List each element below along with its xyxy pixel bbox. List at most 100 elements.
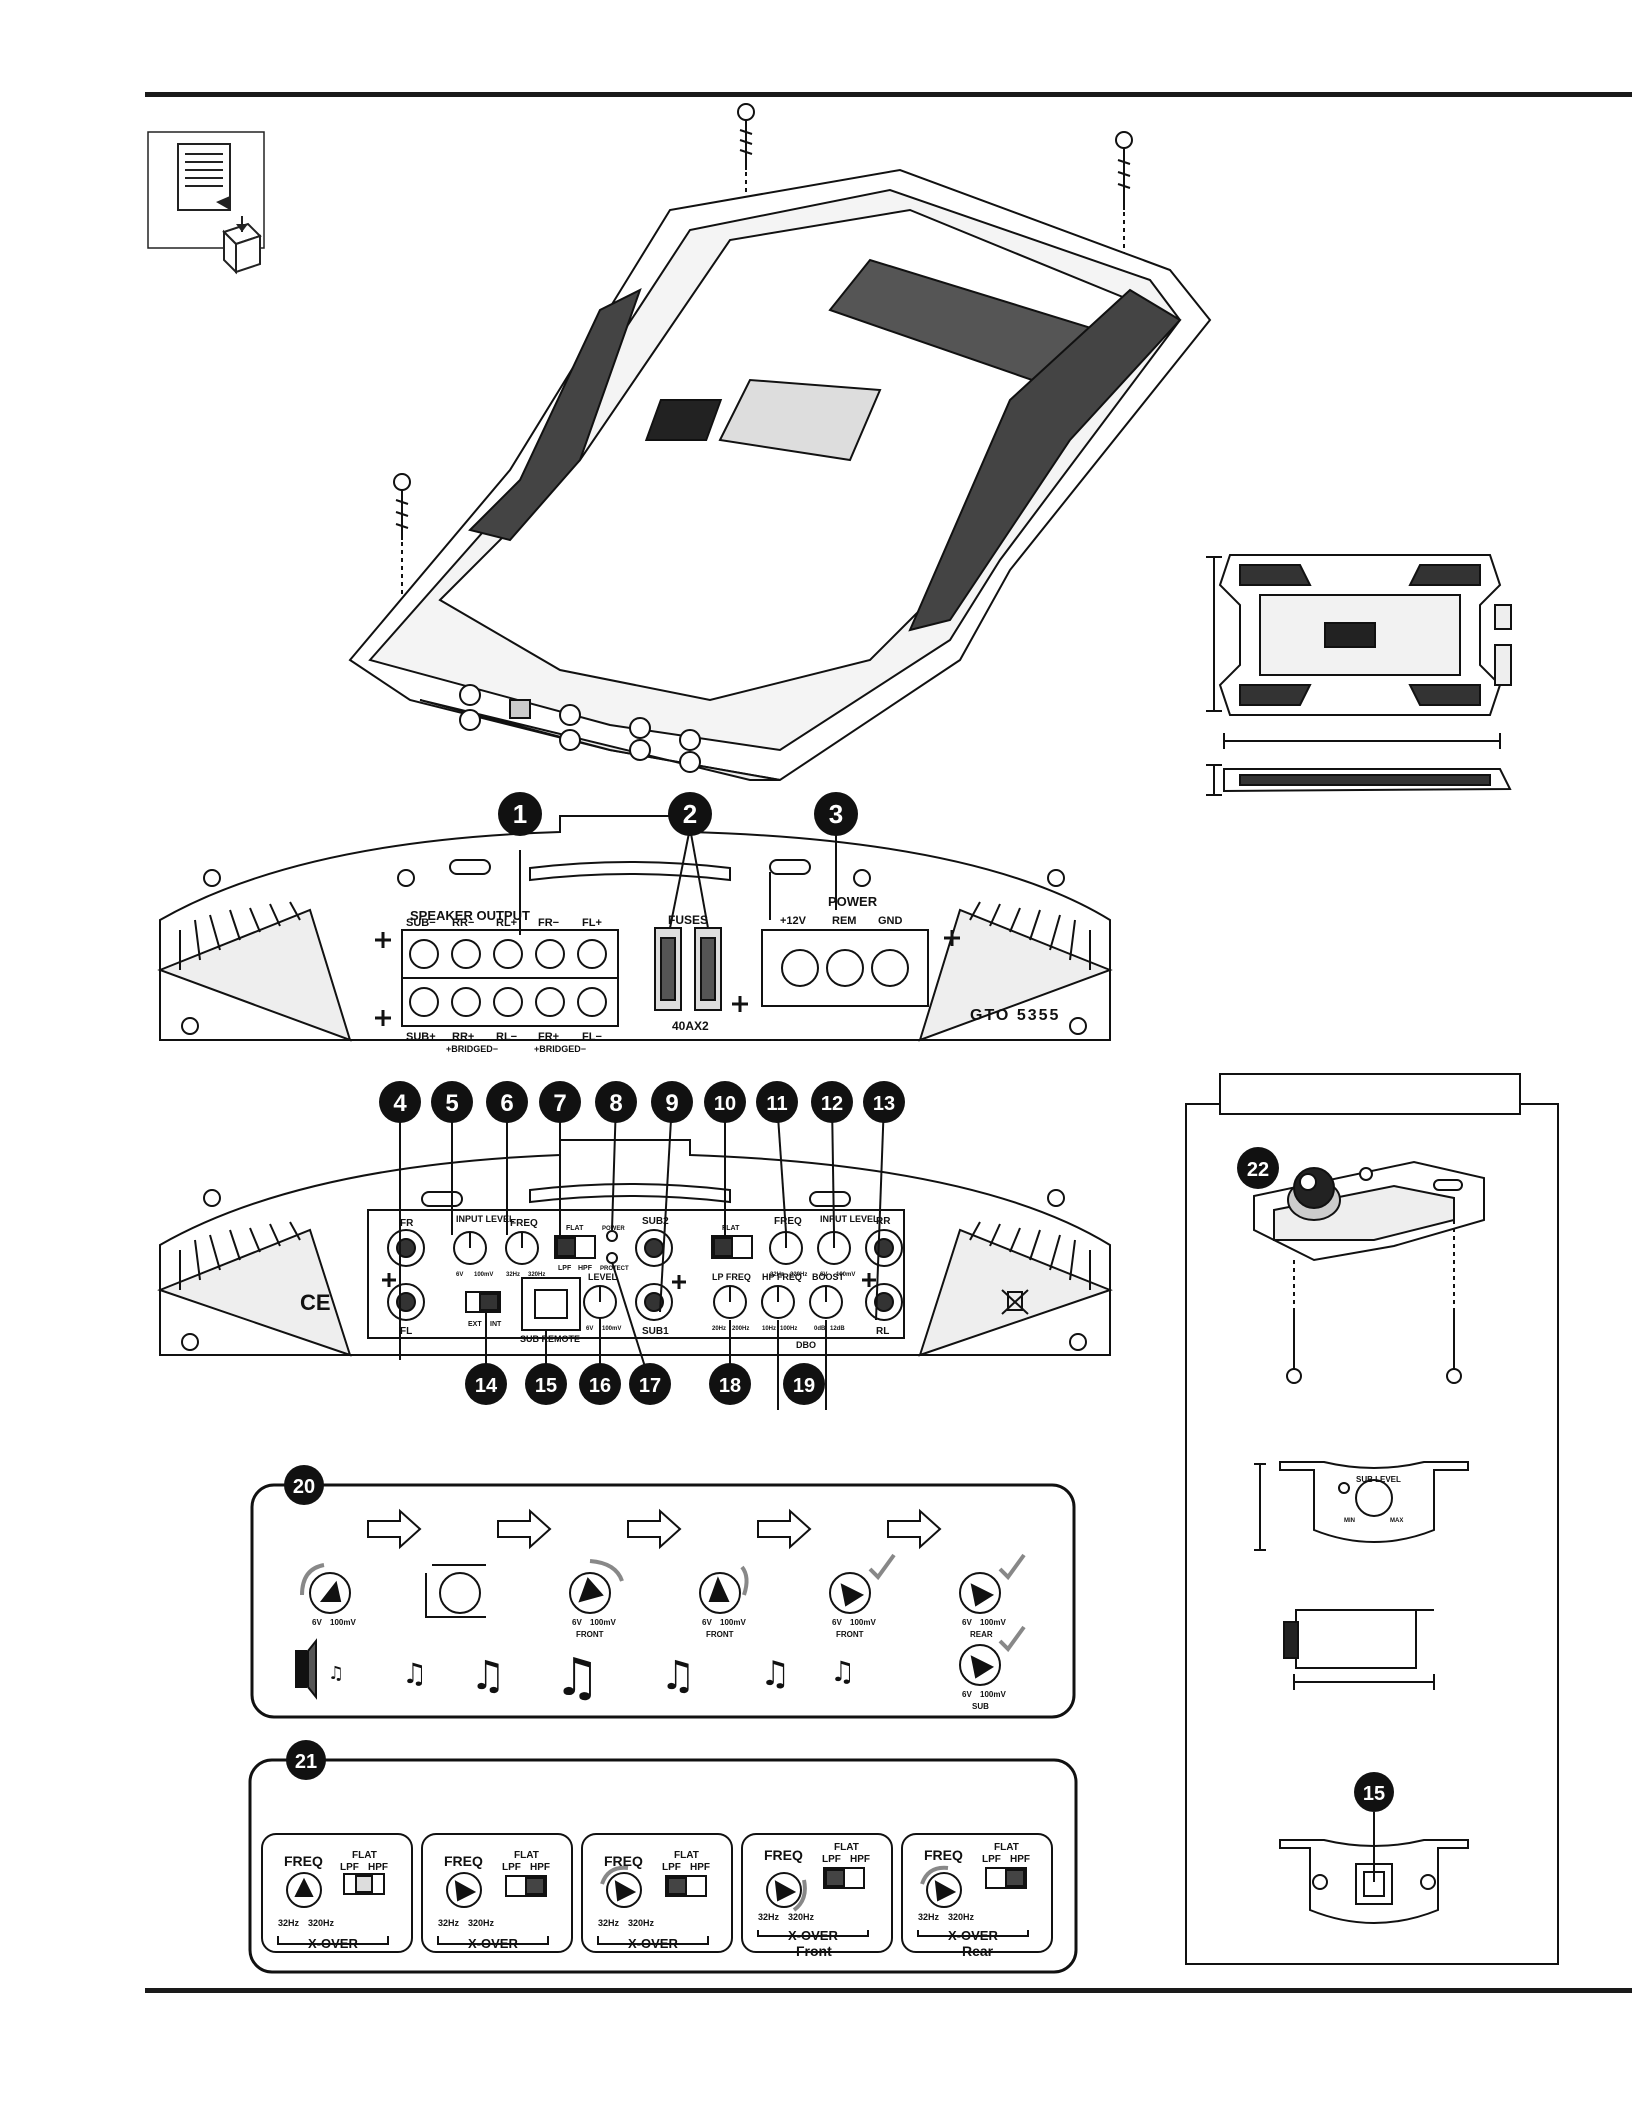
knob-icon: [829, 1553, 896, 1614]
tick-label: 100mV: [720, 1618, 746, 1627]
svg-text:1: 1: [513, 799, 527, 829]
screw-icon: [1286, 1310, 1302, 1384]
note-icon: ♫: [660, 1653, 696, 1699]
tick-label: 100mV: [474, 1272, 493, 1278]
svg-text:3: 3: [829, 799, 843, 829]
tick-label: 320Hz: [790, 1272, 807, 1278]
tick-label: 100mV: [980, 1618, 1006, 1627]
svg-text:12: 12: [821, 1093, 843, 1115]
tick-label: 100mV: [330, 1618, 356, 1627]
svg-text:19: 19: [793, 1375, 815, 1397]
callout-12: 12: [811, 1081, 853, 1123]
tick-label: 6V: [962, 1618, 972, 1627]
svg-text:18: 18: [719, 1375, 741, 1397]
lp-freq-label: LP FREQ: [712, 1272, 751, 1282]
tick-label: 100mV: [590, 1618, 616, 1627]
xover-switch: [665, 1875, 707, 1897]
tick-label: 6V: [456, 1272, 463, 1278]
tick-label: 6V: [586, 1326, 593, 1332]
xover-label: X-OVER: [468, 1936, 518, 1951]
sub-level-label: SUB LEVEL: [1356, 1475, 1401, 1484]
svg-text:13: 13: [873, 1093, 895, 1115]
svg-text:11: 11: [766, 1093, 787, 1115]
ce-mark: CE: [300, 1290, 331, 1315]
bridged-label: +BRIDGED−: [446, 1044, 498, 1054]
hpf-label: HPF: [1010, 1854, 1030, 1865]
svg-text:9: 9: [665, 1090, 678, 1117]
bridged-label: +BRIDGED−: [534, 1044, 586, 1054]
svg-text:16: 16: [589, 1375, 611, 1397]
power-term-label: REM: [832, 915, 856, 927]
fuse-rating-label: 40AX2: [672, 1019, 709, 1033]
xover-switch: [985, 1867, 1027, 1889]
flat-label: FLAT: [514, 1850, 539, 1861]
xover-switch: [343, 1873, 385, 1895]
flat-label: FLAT: [566, 1225, 584, 1232]
freq-label: FREQ: [764, 1847, 803, 1863]
hpf-label: HPF: [690, 1862, 710, 1873]
callout-20: 20: [284, 1465, 324, 1505]
svg-text:8: 8: [609, 1090, 622, 1117]
callout-8: 8: [595, 1081, 637, 1123]
callout-1: 1: [498, 792, 542, 836]
crossover-settings: 21 FREQ FREQ FREQ FREQ FREQ FLAT LPF HPF…: [248, 1740, 1078, 1974]
tick-label: 32Hz: [758, 1912, 780, 1922]
power-panel-diagram: SPEAKER OUTPUT SUB− RR− RL+ FR− FL+ SUB+…: [157, 792, 1113, 1054]
callout-16: 16: [579, 1363, 621, 1405]
hpf-label: HPF: [530, 1862, 550, 1873]
channel-label: REAR: [970, 1630, 993, 1639]
tick-label: 20Hz: [712, 1326, 726, 1332]
control-panel-diagram: CE FR FL INPUT LEVEL FREQ FLAT LPF HPF P…: [157, 1081, 1113, 1410]
term-label: RR+: [452, 1031, 474, 1043]
tick-label: 6V: [702, 1618, 712, 1627]
xover-label: X-OVER: [948, 1928, 998, 1943]
channel-label: SUB: [972, 1702, 989, 1711]
term-label: RL+: [496, 917, 517, 929]
tick-label: 32Hz: [918, 1912, 940, 1922]
tick-label: 320Hz: [528, 1272, 545, 1278]
knob-icon: [959, 1625, 1026, 1686]
max-label: MAX: [1390, 1518, 1403, 1524]
power-term-label: +12V: [780, 915, 807, 927]
fr-label: FR: [400, 1218, 414, 1229]
callout-15: 15: [525, 1363, 567, 1405]
note-icon: ♫: [402, 1657, 427, 1690]
callout-7: 7: [539, 1081, 581, 1123]
fl-label: FL: [400, 1326, 412, 1337]
flat-label: FLAT: [722, 1225, 740, 1232]
svg-text:2: 2: [683, 799, 697, 829]
tick-label: 6V: [312, 1618, 322, 1627]
manual-box-icon: [147, 131, 265, 275]
tick-label: 320Hz: [948, 1912, 975, 1922]
arrow-right-icon: [627, 1508, 682, 1550]
tick-label: 100mV: [602, 1326, 621, 1332]
hp-freq-label: HP FREQ: [762, 1272, 802, 1282]
rear-label: Rear: [962, 1943, 994, 1959]
power-term-label: GND: [878, 915, 903, 927]
dbo-label: DBO: [796, 1340, 816, 1350]
xover-label: X-OVER: [308, 1936, 358, 1951]
term-label: SUB+: [406, 1031, 436, 1043]
xover-label: X-OVER: [788, 1928, 838, 1943]
hpf-label: HPF: [368, 1862, 388, 1873]
arrow-right-icon: [887, 1508, 942, 1550]
flat-label: FLAT: [352, 1850, 377, 1861]
knob-icon: [569, 1559, 624, 1614]
tick-label: 100mV: [850, 1618, 876, 1627]
xover-knob: [446, 1872, 482, 1908]
svg-text:22: 22: [1247, 1159, 1269, 1181]
callout-13: 13: [863, 1081, 905, 1123]
arrow-right-icon: [757, 1508, 812, 1550]
ext-label: EXT: [468, 1321, 482, 1328]
sub-remote-panel: 22 SUB LEVEL MIN MAX 15: [1185, 1073, 1559, 1965]
svg-text:5: 5: [445, 1090, 458, 1117]
xover-switch: [505, 1875, 547, 1897]
front-label: Front: [796, 1943, 832, 1959]
sub2-label: SUB2: [642, 1216, 669, 1227]
xover-knob: [600, 1865, 642, 1908]
svg-text:17: 17: [639, 1375, 661, 1397]
note-icon: ♫: [554, 1648, 601, 1708]
freq-label: FREQ: [604, 1853, 643, 1869]
term-label: SUB−: [406, 917, 436, 929]
tick-label: 100mV: [980, 1690, 1006, 1699]
